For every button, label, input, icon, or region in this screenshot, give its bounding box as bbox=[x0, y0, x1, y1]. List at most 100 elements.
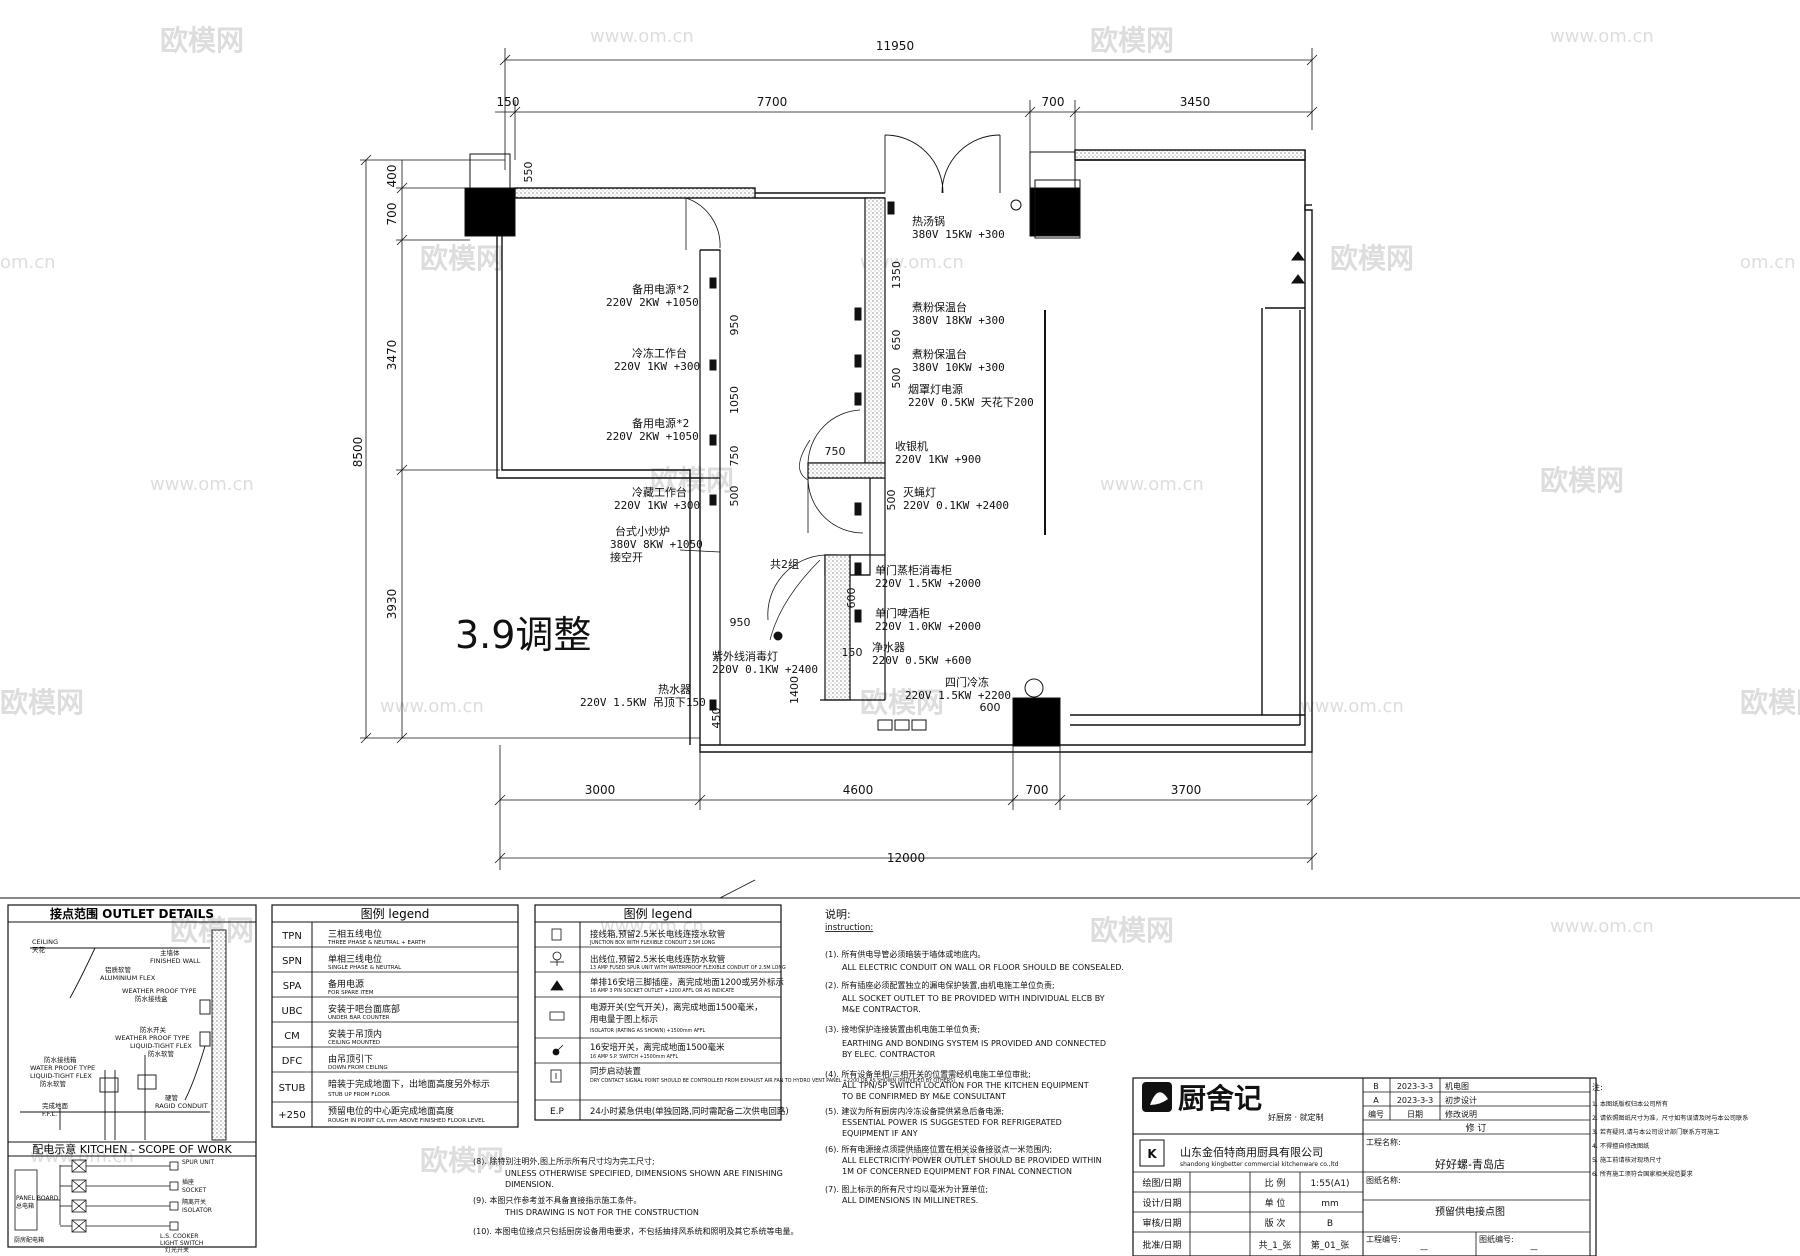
legend-symbols-panel: 图例 legend E.P 接线箱,预留2.5米长电线连接水软管 出线位,预留2… bbox=[534, 904, 955, 1121]
rev-header-date: 日期 bbox=[1407, 1110, 1423, 1119]
row-key: 比 例 bbox=[1265, 1177, 1286, 1189]
note-item: 2. 请依照图纸尺寸为准，尺寸如有误请及时与本公司联系 bbox=[1592, 1114, 1748, 1122]
watermark-url: www.om.cn bbox=[1300, 696, 1404, 717]
detail-label: WEATHER PROOF TYPE bbox=[122, 987, 196, 995]
dim-inner: 1050 bbox=[728, 386, 741, 414]
equipment-name: 单门啤酒柜 bbox=[875, 606, 930, 620]
watermark-logo: 欧模网 bbox=[1330, 242, 1414, 275]
watermark-url: om.cn bbox=[0, 252, 56, 273]
equipment-spec: 220V 0.1KW +2400 bbox=[903, 499, 1009, 512]
watermark-url: www.om.cn bbox=[150, 474, 254, 495]
equipment-name: 净水器 bbox=[872, 640, 905, 654]
legend-cn: 暗装于完成地面下，出地面高度另外标示 bbox=[328, 1078, 490, 1090]
legend-en: ISOLATOR (RATING AS SHOWN) +1500mm AFFL bbox=[590, 1028, 705, 1034]
walls bbox=[496, 149, 1313, 753]
legend-code: +250 bbox=[278, 1110, 305, 1121]
equipment-spec: 220V 1.5KW 吊顶下150 bbox=[580, 696, 706, 709]
legend-code: TPN bbox=[281, 931, 302, 942]
equipment-spec: 220V 0.5KW +600 bbox=[872, 654, 971, 667]
instruction-en: EQUIPMENT IF ANY bbox=[842, 1129, 918, 1138]
floor-plan bbox=[360, 48, 1318, 870]
dim-inner: 650 bbox=[890, 330, 903, 351]
equipment-name: 煮粉保温台 bbox=[912, 300, 967, 314]
legend-cn: 单相三线电位 bbox=[328, 953, 382, 965]
scope-label: SPUR UNIT bbox=[182, 1159, 215, 1166]
detail-label: 防水接线箱 bbox=[44, 1055, 77, 1064]
legend-cn: 安装于吧台面底部 bbox=[328, 1003, 400, 1015]
legend-en: 16 AMP S.P. SWITCH +1500mm AFFL bbox=[590, 1054, 678, 1060]
dim-inner: 600 bbox=[845, 588, 858, 609]
legend-cn: 由吊顶引下 bbox=[328, 1053, 373, 1065]
equipment-spec: 380V 10KW +300 bbox=[912, 361, 1005, 374]
instruction-en: EARTHING AND BONDING SYSTEM IS PROVIDED … bbox=[842, 1039, 1106, 1048]
structural-column bbox=[464, 187, 516, 237]
scope-label: 厨房配电箱 bbox=[14, 1236, 44, 1244]
scope-label: 插座 bbox=[182, 1178, 194, 1186]
equipment-note: 接空开 bbox=[610, 550, 643, 564]
watermark-logo: 欧模网 bbox=[1540, 464, 1624, 497]
socket-icon bbox=[550, 980, 564, 991]
equipment-spec: 380V 15KW +300 bbox=[912, 228, 1005, 241]
row-label: 批准/日期 bbox=[1142, 1239, 1181, 1251]
dim-bottom-1: 3000 bbox=[585, 783, 616, 797]
detail-label: RAGID CONDUIT bbox=[155, 1102, 208, 1110]
dim-total-width-bottom: 12000 bbox=[887, 851, 925, 865]
equipment-name: 热汤锅 bbox=[912, 214, 945, 228]
outlet-markers bbox=[709, 199, 1305, 731]
equipment-name: 冷藏工作台 bbox=[632, 485, 687, 499]
detail-label: 防水接线盒 bbox=[135, 994, 168, 1003]
brand-tagline: 好厨房 · 就定制 bbox=[1268, 1112, 1324, 1122]
revision-date: 2023-3-3 bbox=[1397, 1096, 1433, 1105]
dim-inner: 150 bbox=[842, 646, 863, 659]
brand-logo-text: 厨舍记 bbox=[1178, 1082, 1262, 1115]
legend-code: UBC bbox=[282, 1006, 303, 1017]
equipment-name: 四门冷冻 bbox=[945, 675, 989, 689]
equipment-name: 煮粉保温台 bbox=[912, 347, 967, 361]
watermark-url: www.om.cn bbox=[860, 252, 964, 273]
note-item: 6. 所有施工须符合国家相关规范要求 bbox=[1592, 1170, 1693, 1178]
dim-inner: 950 bbox=[730, 616, 751, 629]
instructions-subtitle: instruction: bbox=[825, 923, 873, 933]
detail-label: 完成地面 bbox=[42, 1101, 69, 1110]
legend-cn: 同步启动装置 bbox=[590, 1066, 642, 1077]
legend-code: SPA bbox=[283, 981, 302, 992]
revision-annotation: 3.9调整 bbox=[455, 613, 591, 657]
row-value: mm bbox=[1321, 1199, 1339, 1209]
dim-bottom-3: 700 bbox=[1026, 783, 1049, 797]
project-no-label: 工程编号: bbox=[1366, 1234, 1401, 1244]
project-name: 好好螺-青岛店 bbox=[1435, 1157, 1505, 1171]
scope-label: 总电箱 bbox=[16, 1202, 34, 1210]
scope-label: L.S. COOKER bbox=[160, 1233, 198, 1240]
watermark-url: www.om.cn bbox=[380, 696, 484, 717]
instruction-en: TO BE CONFIRMED BY M&E CONSULTANT bbox=[841, 1092, 1006, 1101]
detail-label: 防水开关 bbox=[140, 1025, 167, 1034]
dim-bottom-4: 3700 bbox=[1171, 783, 1202, 797]
equipment-name: 紫外线消毒灯 bbox=[712, 649, 778, 663]
dim-top-2: 7700 bbox=[757, 95, 788, 109]
equipment-name: 备用电源*2 bbox=[632, 282, 689, 296]
dim-top-1: 150 bbox=[497, 95, 520, 109]
company-badge-icon bbox=[1139, 1139, 1165, 1167]
watermark-url: www.om.cn bbox=[600, 916, 704, 937]
watermark-url: www.om.cn bbox=[590, 26, 694, 47]
equipment-name: 收银机 bbox=[895, 439, 928, 453]
rev-header-desc: 修改说明 bbox=[1445, 1109, 1477, 1119]
legend-en: UNDER BAR COUNTER bbox=[328, 1015, 390, 1021]
bottom-dimensions bbox=[494, 745, 1318, 870]
row-label: 绘图/日期 bbox=[1142, 1177, 1181, 1189]
legend-en: 13 AMP FUSED SPUR UNIT WITH WATERPROOF F… bbox=[590, 965, 786, 971]
legend-cn: 用电量于图上标示 bbox=[590, 1014, 658, 1025]
instruction-cn: (7). 图上标示的所有尺寸均以毫米为计算单位; bbox=[825, 1184, 988, 1194]
equipment-name: 备用电源*2 bbox=[632, 416, 689, 430]
legend-cn: 电源开关(空气开关)，离完成地面1500毫米， bbox=[590, 1002, 763, 1013]
watermark-url: www.om.cn bbox=[900, 1146, 1004, 1167]
legend-cn: 安装于吊顶内 bbox=[328, 1028, 382, 1040]
legend-cn: 24小时紧急供电(单独回路,同时需配备二次供电回路) bbox=[590, 1106, 789, 1117]
detail-label: CEILING bbox=[32, 938, 58, 946]
instruction-en: M&E CONTRACTOR. bbox=[842, 1005, 921, 1014]
dim-left-2: 700 bbox=[385, 203, 399, 226]
equipment-spec: 220V 1KW +300 bbox=[614, 499, 700, 512]
company-logo: 厨舍记 好厨房 · 就定制 bbox=[1142, 1082, 1324, 1122]
inner-dimension-labels: 550 1350 650 500 950 1050 750 500 750 50… bbox=[522, 162, 1001, 729]
structural-column bbox=[1012, 697, 1061, 747]
